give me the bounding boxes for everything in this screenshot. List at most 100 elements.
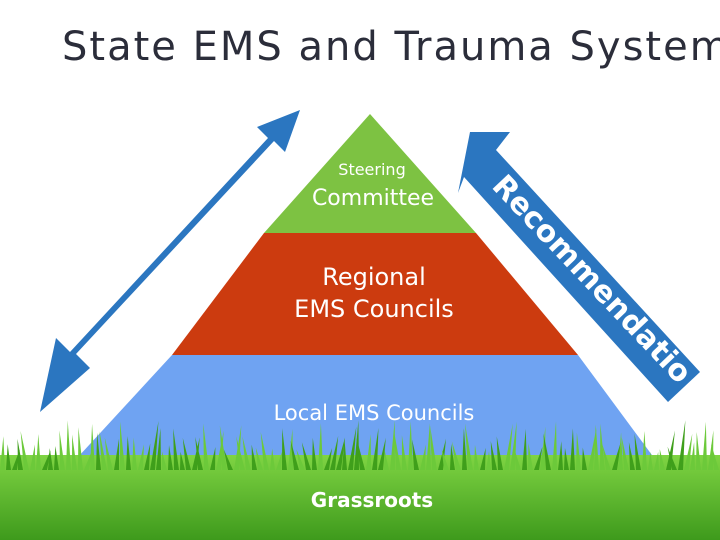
grass-blade (514, 449, 521, 470)
slide-title: State EMS and Trauma System (62, 24, 720, 70)
grass-blade (711, 444, 719, 470)
grass-blade (354, 420, 359, 470)
grass-blade (242, 436, 251, 470)
grass-blade (78, 427, 83, 470)
grass-blade (408, 421, 413, 470)
grass-blade (642, 430, 647, 470)
grass-blade (684, 433, 693, 470)
grass-blade (195, 436, 203, 470)
grass-blade (378, 437, 386, 470)
grass-blade (528, 443, 533, 470)
grass-blade (99, 431, 107, 470)
grass-blade (654, 451, 659, 470)
grass-blade (582, 447, 587, 470)
grass-blade (36, 434, 41, 470)
grass-blade (120, 421, 125, 470)
grass-blade (138, 444, 144, 470)
grass-blade (288, 429, 293, 470)
grass-blade (612, 440, 622, 470)
grass-blade (150, 421, 159, 470)
grass-blade (260, 432, 269, 470)
grass-blade (251, 444, 257, 470)
grass-blade (420, 444, 426, 470)
grass-blade (474, 444, 479, 470)
grass-blade (96, 432, 101, 470)
grass-blade (659, 449, 665, 470)
grass-band (0, 420, 720, 540)
grass-blade (588, 427, 597, 470)
grass-blade (401, 435, 407, 470)
grass-blade (330, 436, 339, 470)
grass-blade (6, 444, 11, 470)
grass-blade (318, 423, 323, 470)
grass-blade (570, 428, 575, 470)
grass-blade (219, 425, 227, 470)
grass-blade (667, 446, 677, 470)
grass-blade (20, 430, 29, 470)
grass-blade (312, 437, 317, 470)
grass-blade (90, 423, 95, 470)
grass-blade (301, 442, 311, 470)
grass-blade (282, 428, 287, 470)
grass-blade (618, 432, 623, 470)
grass-blade (621, 437, 629, 470)
grass-blade (296, 449, 305, 470)
grass-blade (390, 420, 395, 470)
grass-blade (666, 430, 675, 470)
grass-blade (552, 421, 557, 470)
grass-blade (412, 439, 419, 470)
grass-blade (594, 424, 599, 470)
grass-blade (342, 438, 347, 470)
grass-blade (496, 436, 503, 470)
grass-blade (42, 450, 51, 470)
grass-blade (522, 428, 527, 470)
grass-blade (180, 451, 185, 470)
regional-tier (172, 233, 578, 355)
grass-blade (441, 449, 449, 470)
grass-blade (564, 448, 569, 470)
grass-blade (84, 449, 93, 470)
grass-blade (104, 437, 113, 470)
grass-blade (336, 437, 346, 470)
grass-blade (276, 451, 283, 470)
steering-label: Committee (312, 186, 434, 211)
grass-blade (648, 451, 653, 470)
grass-blade (203, 423, 209, 470)
grass-blade (30, 444, 35, 470)
grass-blade (255, 447, 263, 470)
grass-blade (114, 438, 120, 470)
grass-blade (162, 451, 167, 470)
grass-blade (366, 434, 371, 470)
grass-blade (156, 428, 161, 470)
grass-blade (451, 441, 461, 470)
grass-blade (696, 431, 701, 470)
grass-blade (462, 428, 467, 470)
grass-blade (690, 442, 695, 470)
grass-blade (48, 448, 53, 470)
grass-blade (348, 426, 357, 470)
local-label: Local EMS Councils (274, 401, 475, 425)
grass-blade (0, 436, 5, 470)
grass-blade (132, 437, 137, 470)
grass-blade (372, 427, 379, 470)
grass-blade (543, 433, 551, 470)
grass-blade (429, 425, 437, 470)
grass-blade (173, 428, 179, 470)
grass-blade (210, 447, 216, 470)
grass-blade (144, 443, 151, 470)
grass-blade (356, 437, 365, 470)
grass-blade (486, 451, 491, 470)
grass-blade (510, 421, 517, 470)
grass-blade (236, 436, 245, 470)
grass-blade (600, 423, 605, 470)
grass-blade (504, 423, 513, 470)
grass-blade (168, 445, 173, 470)
grass-blade (576, 432, 581, 470)
regional-label-line1: Regional (322, 263, 426, 291)
grass-blade (708, 430, 714, 470)
steering-tier (264, 114, 476, 233)
grass-blade (384, 450, 389, 470)
grass-blade (192, 437, 200, 470)
grassroots-label: Grassroots (311, 488, 433, 512)
